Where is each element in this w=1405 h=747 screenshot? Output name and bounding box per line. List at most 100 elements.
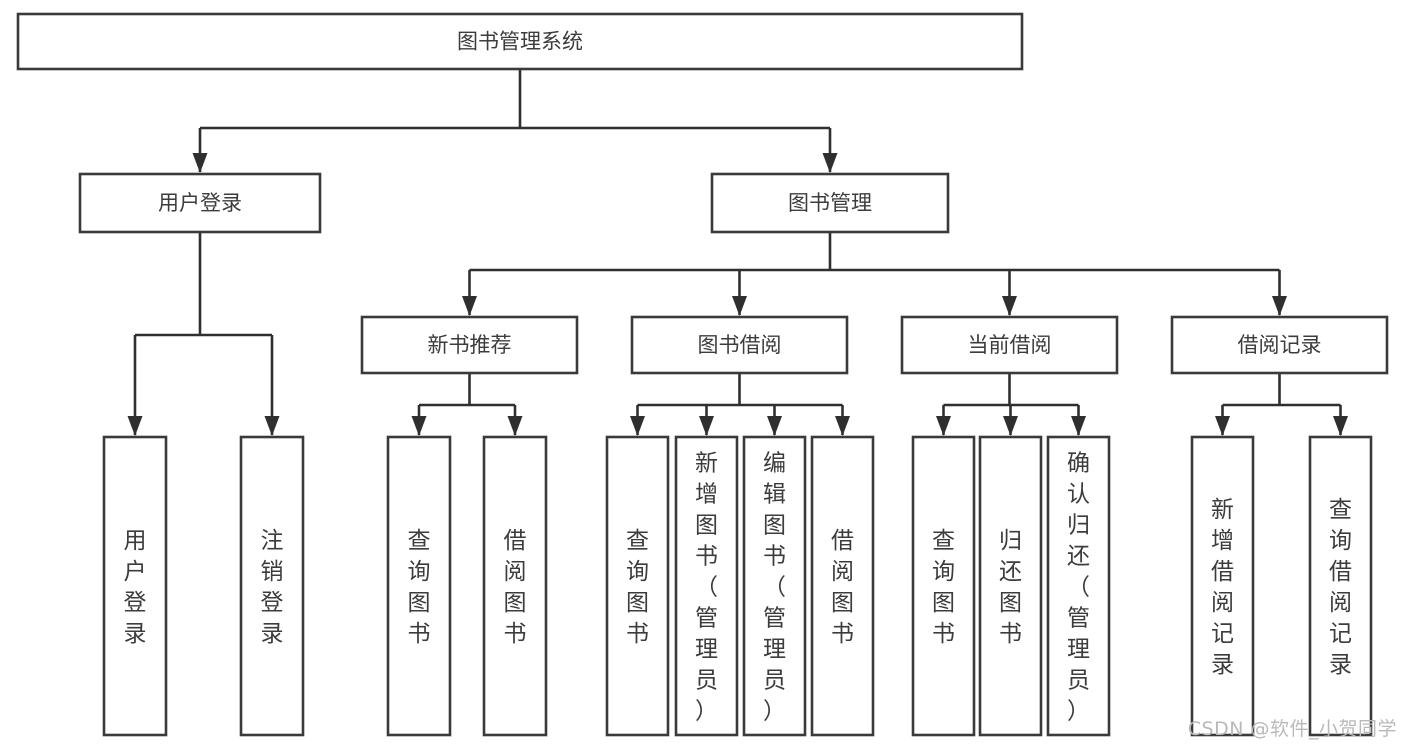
node-leaf-edit-book-label-char: （ bbox=[763, 575, 786, 601]
node-leaf-add-book-label-char: 书 bbox=[695, 544, 718, 570]
node-borrow-record-label: 借阅记录 bbox=[1238, 333, 1322, 357]
node-leaf-user-login-label-char: 登 bbox=[124, 590, 147, 616]
node-leaf-query-record-label-char: 记 bbox=[1329, 621, 1352, 647]
node-leaf-add-book-label-char: ） bbox=[695, 699, 718, 725]
node-leaf-confirm-return-label-char: 员 bbox=[1067, 668, 1090, 694]
node-leaf-query-book-3-label-char: 书 bbox=[932, 621, 955, 647]
node-leaf-user-login[interactable]: 用户登录 bbox=[102, 435, 168, 737]
arrow-head-icon bbox=[462, 296, 477, 316]
node-book-manage[interactable]: 图书管理 bbox=[710, 172, 950, 234]
node-leaf-borrow-book-1-label-char: 书 bbox=[504, 621, 527, 647]
node-leaf-query-book-3-label-char: 查 bbox=[932, 528, 955, 554]
node-current-borrow[interactable]: 当前借阅 bbox=[900, 315, 1119, 375]
node-leaf-edit-book-label-char: 辑 bbox=[763, 482, 786, 508]
node-leaf-query-record-label-char: 阅 bbox=[1329, 590, 1352, 616]
node-leaf-return-book-label-char: 还 bbox=[999, 559, 1022, 585]
node-new-book-recommend[interactable]: 新书推荐 bbox=[360, 315, 579, 375]
node-book-manage-label: 图书管理 bbox=[788, 191, 872, 215]
node-leaf-edit-book-label-char: 员 bbox=[763, 668, 786, 694]
node-leaf-add-record-label-char: 借 bbox=[1211, 559, 1234, 585]
node-leaf-add-book-label-char: 理 bbox=[695, 637, 718, 663]
node-leaf-user-login-label-char: 用 bbox=[124, 528, 147, 554]
node-leaf-query-record-label-char: 录 bbox=[1329, 652, 1352, 678]
node-leaf-query-record-label-char: 查 bbox=[1329, 497, 1352, 523]
node-leaf-add-book-box bbox=[674, 435, 739, 737]
node-leaf-confirm-return-label-char: 理 bbox=[1067, 637, 1090, 663]
node-new-book-recommend-box bbox=[360, 315, 579, 375]
node-leaf-logout-box bbox=[239, 435, 305, 737]
node-leaf-add-record-label-char: 录 bbox=[1211, 652, 1234, 678]
node-leaf-confirm-return-label-char: 归 bbox=[1067, 513, 1090, 539]
node-leaf-add-record-label-char: 阅 bbox=[1211, 590, 1234, 616]
node-leaf-confirm-return-label-char: 管 bbox=[1067, 606, 1090, 632]
node-leaf-query-record-box bbox=[1308, 435, 1373, 737]
arrow-head-icon bbox=[630, 416, 645, 436]
node-book-borrow[interactable]: 图书借阅 bbox=[630, 315, 849, 375]
node-leaf-logout-label-char: 销 bbox=[261, 559, 284, 585]
node-leaf-query-book-2-label-char: 图 bbox=[626, 590, 649, 616]
node-borrow-record-box bbox=[1170, 315, 1389, 375]
arrow-head-icon bbox=[699, 416, 714, 436]
node-leaf-logout-label-char: 注 bbox=[261, 528, 284, 554]
node-leaf-borrow-book-2-label-char: 书 bbox=[831, 621, 854, 647]
node-leaf-return-book-label-char: 归 bbox=[999, 528, 1022, 554]
node-leaf-borrow-book-1-box bbox=[482, 435, 548, 737]
node-leaf-confirm-return-box bbox=[1046, 435, 1111, 737]
node-current-borrow-label: 当前借阅 bbox=[968, 333, 1052, 357]
arrow-head-icon bbox=[411, 416, 427, 436]
node-leaf-query-record-label-char: 借 bbox=[1329, 559, 1352, 585]
node-leaf-add-book-label-char: 新 bbox=[695, 451, 718, 477]
node-root-root-label: 图书管理系统 bbox=[457, 30, 583, 54]
node-leaf-borrow-book-1-label-char: 借 bbox=[504, 528, 527, 554]
arrow-head-icon bbox=[1002, 296, 1017, 316]
arrow-head-icon bbox=[936, 416, 951, 436]
node-leaf-return-book-label-char: 书 bbox=[999, 621, 1022, 647]
node-leaf-add-record-label-char: 新 bbox=[1211, 497, 1234, 523]
node-leaf-query-book-2-label-char: 询 bbox=[626, 559, 649, 585]
arrow-head-icon bbox=[1003, 416, 1018, 436]
arrow-head-icon bbox=[732, 296, 747, 316]
node-leaf-borrow-book-1-label-char: 图 bbox=[504, 590, 527, 616]
node-current-borrow-box bbox=[900, 315, 1119, 375]
node-user-login[interactable]: 用户登录 bbox=[78, 172, 322, 234]
node-leaf-add-record-label-char: 记 bbox=[1211, 621, 1234, 647]
node-leaf-logout-label-char: 录 bbox=[261, 621, 284, 647]
node-leaf-query-book-2-label-char: 书 bbox=[626, 621, 649, 647]
node-root-root[interactable]: 图书管理系统 bbox=[16, 12, 1024, 71]
node-leaf-query-record-label-char: 询 bbox=[1329, 528, 1352, 554]
arrow-head-icon bbox=[1333, 416, 1348, 436]
node-layer: 图书管理系统用户登录图书管理新书推荐图书借阅当前借阅借阅记录用户登录注销登录查询… bbox=[16, 12, 1389, 737]
node-leaf-confirm-return-label-char: 认 bbox=[1067, 482, 1090, 508]
node-book-borrow-box bbox=[630, 315, 849, 375]
node-user-login-label: 用户登录 bbox=[158, 191, 242, 215]
node-leaf-confirm-return-label-char: （ bbox=[1067, 575, 1090, 601]
node-borrow-record[interactable]: 借阅记录 bbox=[1170, 315, 1389, 375]
node-leaf-return-book-label-char: 图 bbox=[999, 590, 1022, 616]
node-leaf-query-book-1-label-char: 询 bbox=[408, 559, 431, 585]
node-leaf-query-book-1-label-char: 图 bbox=[408, 590, 431, 616]
node-leaf-edit-book-label-char: 书 bbox=[763, 544, 786, 570]
node-leaf-add-book-label-char: （ bbox=[695, 575, 718, 601]
node-leaf-edit-book-label-char: 管 bbox=[763, 606, 786, 632]
node-book-borrow-label: 图书借阅 bbox=[698, 333, 782, 357]
node-leaf-query-book-1-label-char: 书 bbox=[408, 621, 431, 647]
node-leaf-borrow-book-2-box bbox=[810, 435, 875, 737]
arrow-head-icon bbox=[835, 416, 850, 436]
node-leaf-query-book-1-label-char: 查 bbox=[408, 528, 431, 554]
node-leaf-add-book-label-char: 员 bbox=[695, 668, 718, 694]
node-leaf-user-login-label-char: 户 bbox=[124, 559, 147, 585]
